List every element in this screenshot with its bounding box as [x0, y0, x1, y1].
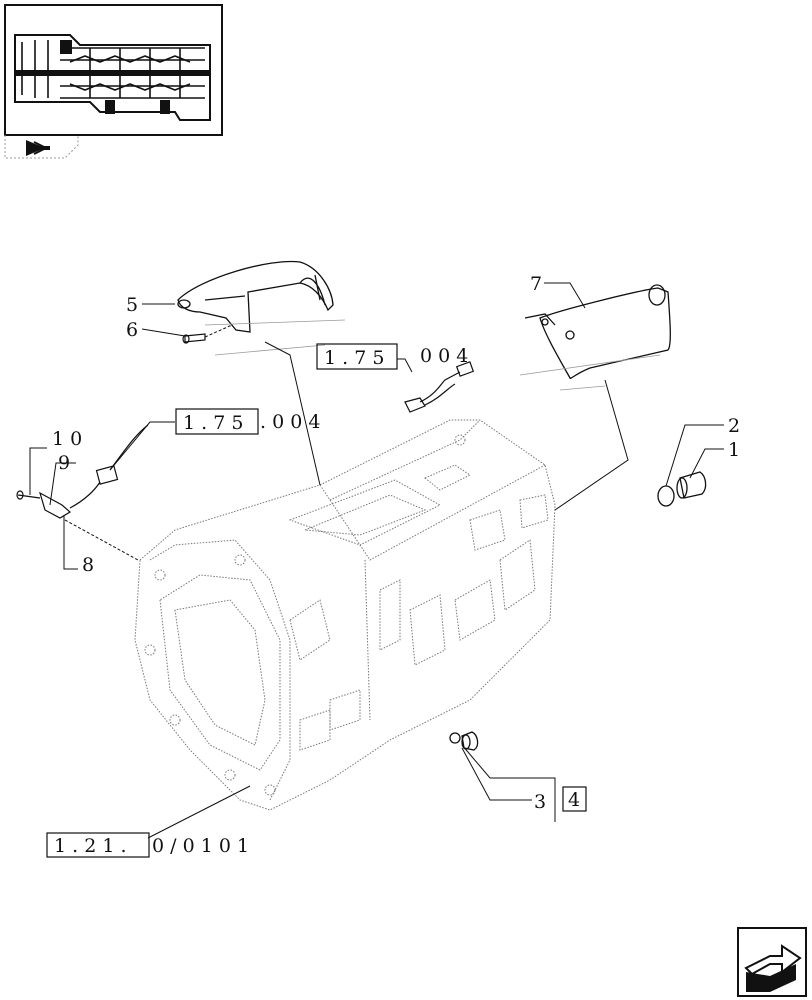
callout-10: 1 0 [52, 428, 82, 450]
next-page-arrow-icon[interactable] [737, 927, 807, 997]
callout-5: 5 [126, 294, 138, 316]
reference-top-suffix: 0 0 4 [420, 345, 468, 367]
speed-sensor-part [404, 361, 475, 413]
reference-bottom-suffix: 0 / 0 1 0 1 [152, 835, 249, 857]
callout-3: 3 [534, 791, 546, 813]
reference-middle-boxed: 1 . 7 5 [183, 412, 243, 434]
callout-6: 6 [126, 319, 138, 341]
callout-2: 2 [728, 415, 740, 437]
reference-middle-suffix: . 0 0 4 [260, 411, 320, 433]
upper-cover-part [177, 260, 334, 333]
callout-1: 1 [728, 439, 740, 461]
callout-8: 8 [82, 554, 94, 576]
reference-top[interactable]: 1 . 7 5 0 0 4 [316, 343, 468, 373]
callout-7: 7 [530, 273, 542, 295]
reference-bottom-boxed: 1 . 2 1 . [54, 835, 127, 857]
callout-9: 9 [58, 452, 70, 474]
side-cover-part [524, 284, 671, 380]
callout-4[interactable]: 4 [568, 789, 580, 811]
reference-top-boxed: 1 . 7 5 [324, 347, 384, 369]
reference-bottom[interactable]: 1 . 2 1 . 0 / 0 1 0 1 [46, 832, 249, 858]
return-arrow-icon[interactable] [26, 140, 50, 156]
transmission-housing [134, 419, 556, 811]
screw-part [182, 324, 233, 344]
switch-harness-part [16, 424, 149, 519]
reference-middle[interactable]: 1 . 7 5 . 0 0 4 [175, 408, 320, 435]
plug-part [657, 471, 707, 507]
transmission-section-thumbnail[interactable] [4, 4, 223, 136]
